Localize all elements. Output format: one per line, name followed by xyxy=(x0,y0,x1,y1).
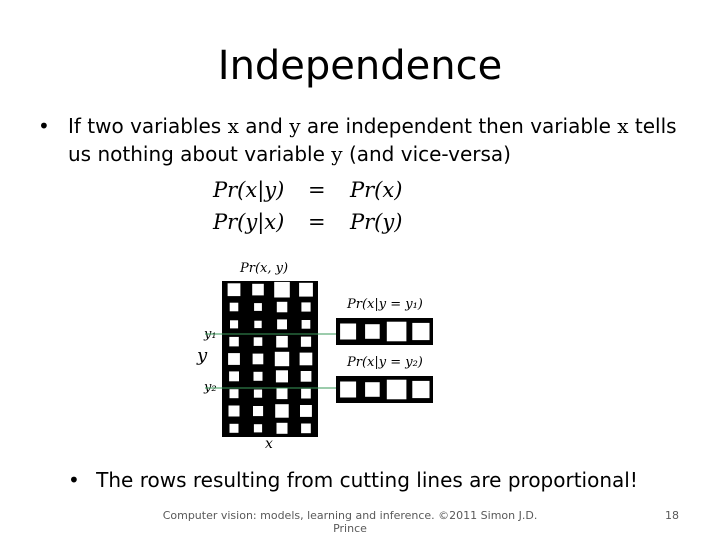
footer-citation: Computer vision: models, learning and in… xyxy=(162,509,538,535)
joint-cell xyxy=(253,406,264,417)
conditional-cell xyxy=(365,324,380,339)
bullet-text: If two variables x and y are independent… xyxy=(68,112,698,168)
math-var-y: y xyxy=(289,114,301,138)
joint-cell xyxy=(275,404,289,418)
joint-cell xyxy=(229,389,239,399)
equation-2-rhs: Pr(y) xyxy=(350,210,403,234)
joint-cell xyxy=(252,353,264,365)
joint-cell xyxy=(253,371,263,381)
joint-cell xyxy=(227,283,241,297)
conditional-cell xyxy=(340,323,357,340)
x-axis-label: x xyxy=(265,436,273,452)
main-bullet: • If two variables x and y are independe… xyxy=(38,112,698,168)
bottom-bullet: • The rows resulting from cutting lines … xyxy=(68,466,638,494)
joint-cell xyxy=(253,337,263,346)
joint-distribution-label: Pr(x, y) xyxy=(240,261,289,276)
equation-2-lhs: Pr(y|x) xyxy=(213,210,285,234)
joint-cell xyxy=(229,302,239,312)
conditional-cell xyxy=(365,382,380,397)
math-var-x: x xyxy=(617,114,629,138)
conditional-row-1-cells xyxy=(340,321,430,342)
joint-cell xyxy=(274,281,290,298)
joint-cell xyxy=(300,336,312,347)
conditional-cell xyxy=(386,379,407,400)
bottom-bullet-text: The rows resulting from cutting lines ar… xyxy=(96,468,638,492)
bullet-text-part: (and vice-versa) xyxy=(342,142,511,166)
page-number: 18 xyxy=(665,509,679,522)
conditional-row-1 xyxy=(336,318,433,345)
joint-cell xyxy=(276,301,288,313)
joint-cell xyxy=(253,389,263,398)
joint-cell xyxy=(301,320,311,329)
conditional-cell xyxy=(412,322,430,341)
slide-title: Independence xyxy=(217,43,503,89)
conditional-y2-label: Pr(x|y = y₂) xyxy=(347,355,423,370)
y1-label: y₁ xyxy=(204,327,217,342)
y2-label: y₂ xyxy=(204,380,217,395)
bullet-text-part: us nothing about variable xyxy=(68,142,332,166)
bullet-text-part: are independent then variable xyxy=(300,114,618,138)
joint-cell xyxy=(276,335,288,348)
joint-cell xyxy=(299,282,313,297)
math-var-x: x xyxy=(227,114,239,138)
joint-cell xyxy=(300,371,312,382)
bullet-text-part: tells xyxy=(628,114,677,138)
joint-cell xyxy=(253,424,263,433)
equation-1-rhs: Pr(x) xyxy=(350,178,403,202)
joint-cell xyxy=(230,320,239,329)
equation-1-lhs: Pr(x|y) xyxy=(213,178,285,202)
joint-cell xyxy=(301,302,311,312)
joint-cell xyxy=(299,352,313,366)
equation-2-equals: = xyxy=(308,210,326,234)
joint-cell xyxy=(300,405,312,417)
joint-cell xyxy=(274,351,290,367)
bullet-dot: • xyxy=(38,114,50,138)
joint-cell xyxy=(301,388,311,399)
equation-1-equals: = xyxy=(308,178,326,202)
joint-cell xyxy=(275,370,288,383)
conditional-cell xyxy=(340,381,357,398)
joint-cell xyxy=(229,336,239,347)
joint-matrix-cells xyxy=(227,281,313,434)
joint-cell xyxy=(228,353,240,365)
conditional-cell xyxy=(386,321,407,342)
joint-cell xyxy=(252,283,264,296)
joint-cell xyxy=(254,320,262,329)
joint-cell xyxy=(254,303,262,311)
joint-cell xyxy=(276,422,288,434)
joint-matrix-background xyxy=(222,281,318,437)
conditional-row-2 xyxy=(336,376,433,403)
bullet-text-part: and xyxy=(238,114,290,138)
joint-cell xyxy=(228,405,240,417)
conditional-y1-label: Pr(x|y = y₁) xyxy=(347,297,423,312)
joint-cell xyxy=(277,319,287,330)
y-axis-label: y xyxy=(197,345,208,366)
conditional-row-2-cells xyxy=(340,379,430,400)
bullet-text-part: If two variables xyxy=(68,114,228,138)
joint-cell xyxy=(229,371,239,382)
joint-cell xyxy=(276,388,288,400)
joint-cell xyxy=(229,423,239,433)
math-var-y: y xyxy=(331,142,343,166)
bullet-dot: • xyxy=(68,468,80,492)
joint-cell xyxy=(301,423,311,434)
conditional-cell xyxy=(412,380,430,399)
